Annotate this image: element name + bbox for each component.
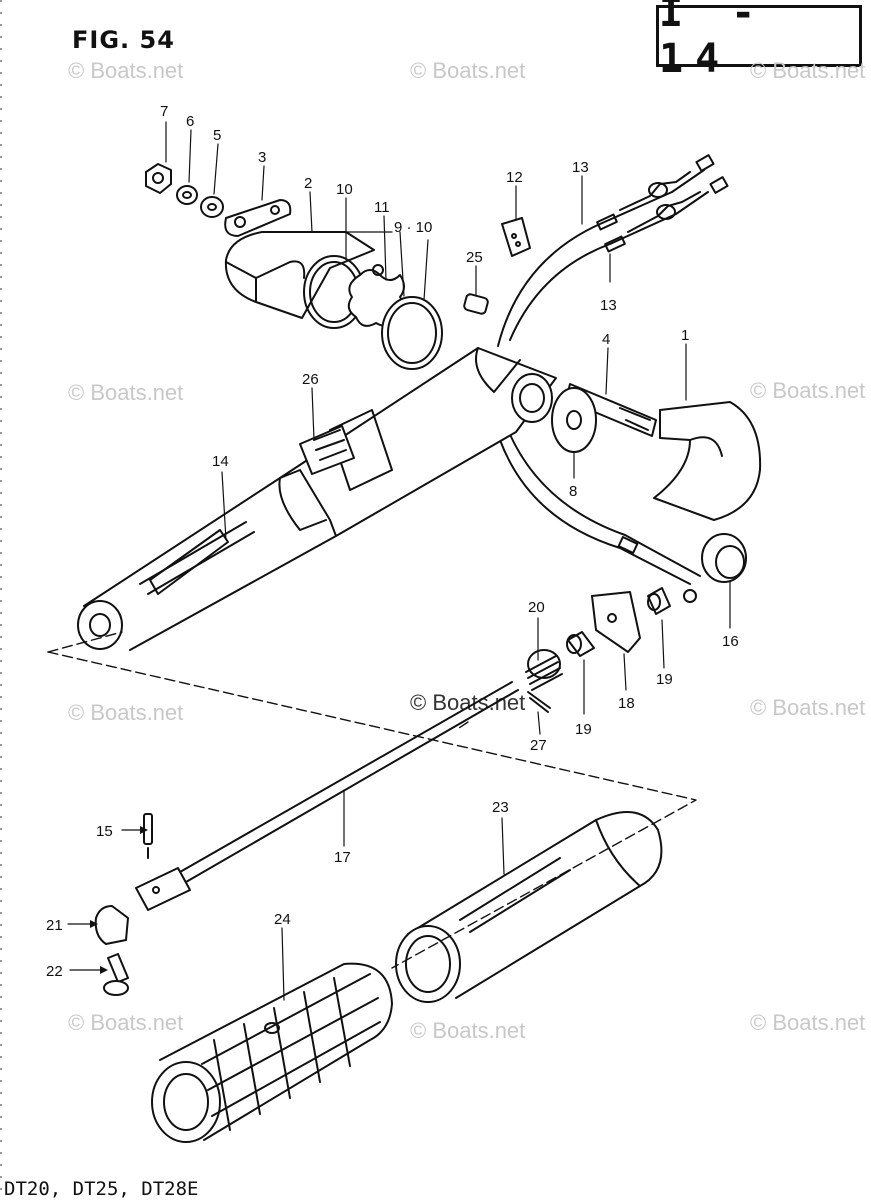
watermark: © Boats.net: [68, 380, 184, 405]
assembly-guide-lines: [47, 631, 697, 969]
callout-5: 5: [213, 127, 221, 144]
callout-27: 27: [530, 737, 547, 754]
part-19-bushing: [566, 587, 671, 657]
watermark: © Boats.net: [410, 58, 526, 83]
part-1-cover: [653, 401, 762, 521]
callout-24: 24: [274, 911, 291, 928]
figure-title: FIG. 54: [72, 26, 175, 54]
callout-16: 16: [722, 633, 739, 650]
callout-1: 1: [681, 327, 689, 344]
part-5-washer: [200, 196, 224, 218]
part-7-nut: [145, 163, 172, 194]
watermark: © Boats.net: [750, 58, 866, 83]
part-16-knob: [701, 533, 747, 583]
leader-arrows: [90, 826, 148, 974]
leader-lines: [67, 121, 731, 1001]
callout-2: 2: [304, 175, 312, 192]
watermark: © Boats.net: [750, 1010, 866, 1035]
callout-3: 3: [258, 149, 266, 166]
callout-18: 18: [618, 695, 635, 712]
callout-12: 12: [506, 169, 523, 186]
watermark: © Boats.net: [410, 1018, 526, 1043]
callout-7: 7: [160, 103, 168, 120]
callout-22: 22: [46, 963, 63, 980]
watermark-center: © Boats.net: [410, 690, 526, 715]
part-13-cables: [497, 154, 729, 603]
callout-14: 14: [212, 453, 229, 470]
callout-13-bottom: 13: [600, 297, 617, 314]
part-24-rubber-grip: [151, 962, 393, 1143]
model-footer: DT20, DT25, DT28E: [4, 1178, 199, 1200]
callout-23: 23: [492, 799, 509, 816]
callout-20: 20: [528, 599, 545, 616]
part-21-clip: [94, 905, 129, 945]
page-id: I - 14: [659, 0, 768, 82]
callout-21: 21: [46, 917, 63, 934]
callout-13-top: 13: [572, 159, 589, 176]
watermark: © Boats.net: [68, 58, 184, 83]
part-25-pin: [463, 293, 489, 315]
callout-17: 17: [334, 849, 351, 866]
scan-edge: [0, 0, 2, 1200]
callout-9-10: 9 · 10: [394, 219, 432, 236]
callout-10: 10: [336, 181, 353, 198]
part-17-shaft: [135, 681, 519, 911]
part-12-clip: [501, 217, 531, 257]
part-9-10-ring: [381, 296, 443, 370]
part-27-pin: [527, 691, 551, 713]
part-14-tiller-handle: [77, 347, 557, 651]
part-2-bracket: [224, 231, 375, 319]
callout-11: 11: [374, 199, 390, 216]
watermark: © Boats.net: [68, 1010, 184, 1035]
watermark: © Boats.net: [750, 695, 866, 720]
callout-8: 8: [569, 483, 577, 500]
callout-19-right: 19: [656, 671, 673, 688]
callout-15: 15: [96, 823, 113, 840]
part-18-block: [591, 591, 641, 653]
part-22-screw: [103, 953, 129, 996]
part-15-pin: [143, 813, 153, 859]
part-20-spring: [525, 649, 563, 691]
page-id-box: I - 14: [656, 0, 862, 82]
callout-19-left: 19: [575, 721, 592, 738]
callout-25: 25: [466, 249, 483, 266]
callout-6: 6: [186, 113, 194, 130]
callout-4: 4: [602, 331, 610, 348]
callout-26: 26: [302, 371, 319, 388]
watermark: © Boats.net: [68, 700, 184, 725]
part-26-label: [299, 425, 355, 475]
watermark: © Boats.net: [750, 378, 866, 403]
callout-labels: 7 6 5 3 2 10 11 9 · 10 25 12 13 13 4 1 8…: [46, 103, 739, 980]
part-6-lock-washer: [176, 185, 198, 205]
part-3-plate: [224, 199, 292, 237]
part-23-grip-sleeve: [395, 811, 663, 1003]
part-8-washer: [551, 387, 597, 453]
